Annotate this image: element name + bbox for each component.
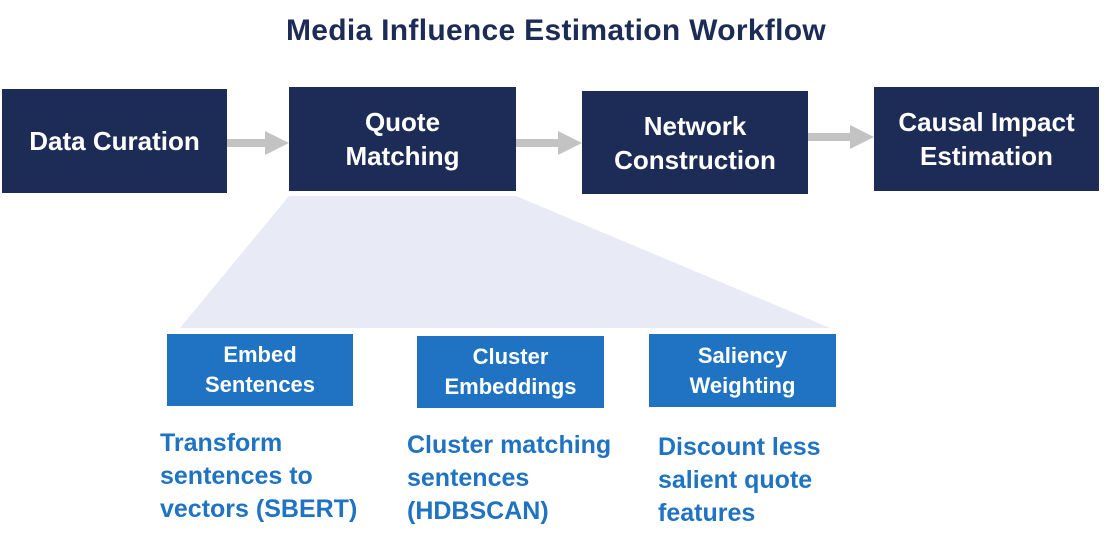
stage-causal-impact-estimation: Causal Impact Estimation: [874, 87, 1099, 191]
stage-quote-matching: Quote Matching: [289, 87, 516, 191]
arrow-right-icon: [516, 131, 582, 155]
substep-saliency-weighting: Saliency Weighting: [649, 334, 836, 407]
substep-description-embed: Transform sentences to vectors (SBERT): [160, 429, 358, 523]
substep-description-cluster: Cluster matching sentences (HDBSCAN): [407, 431, 612, 525]
stage-data-curation: Data Curation: [2, 89, 227, 193]
arrow-right-icon: [227, 131, 289, 155]
funnel-shape: [180, 196, 830, 328]
stage-network-construction: Network Construction: [582, 91, 808, 194]
substep-description-saliency: Discount less salient quote features: [658, 433, 821, 527]
diagram-title: Media Influence Estimation Workflow: [285, 14, 826, 47]
substep-embed-sentences: Embed Sentences: [167, 334, 353, 406]
arrow-right-icon: [808, 125, 874, 149]
substep-cluster-embeddings: Cluster Embeddings: [417, 336, 604, 408]
